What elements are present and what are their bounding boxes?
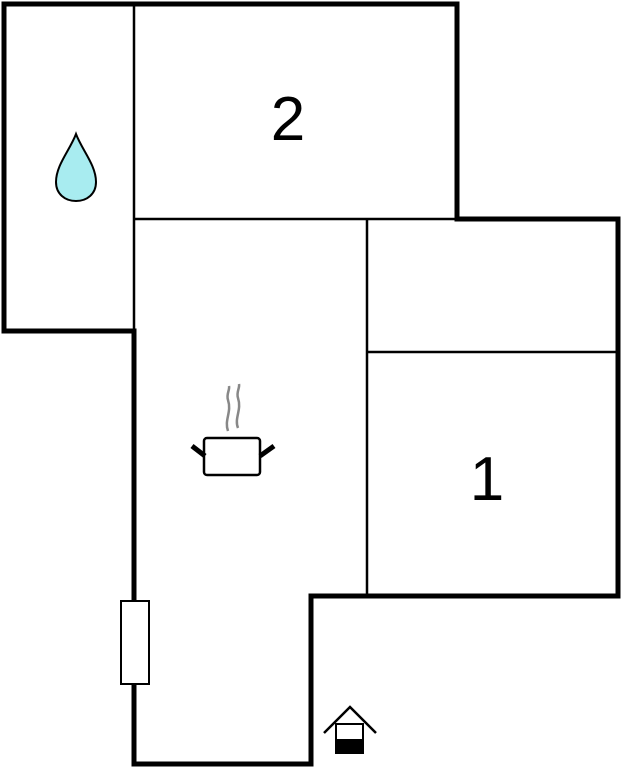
water-drop-icon: [54, 131, 98, 203]
window-icon: [120, 600, 150, 685]
house-entrance-icon: [323, 705, 377, 754]
room-label-2: 2: [271, 85, 305, 154]
interior-walls: [132, 4, 618, 596]
cooking-pot-icon: [190, 383, 276, 477]
room-label-1: 1: [470, 445, 504, 514]
